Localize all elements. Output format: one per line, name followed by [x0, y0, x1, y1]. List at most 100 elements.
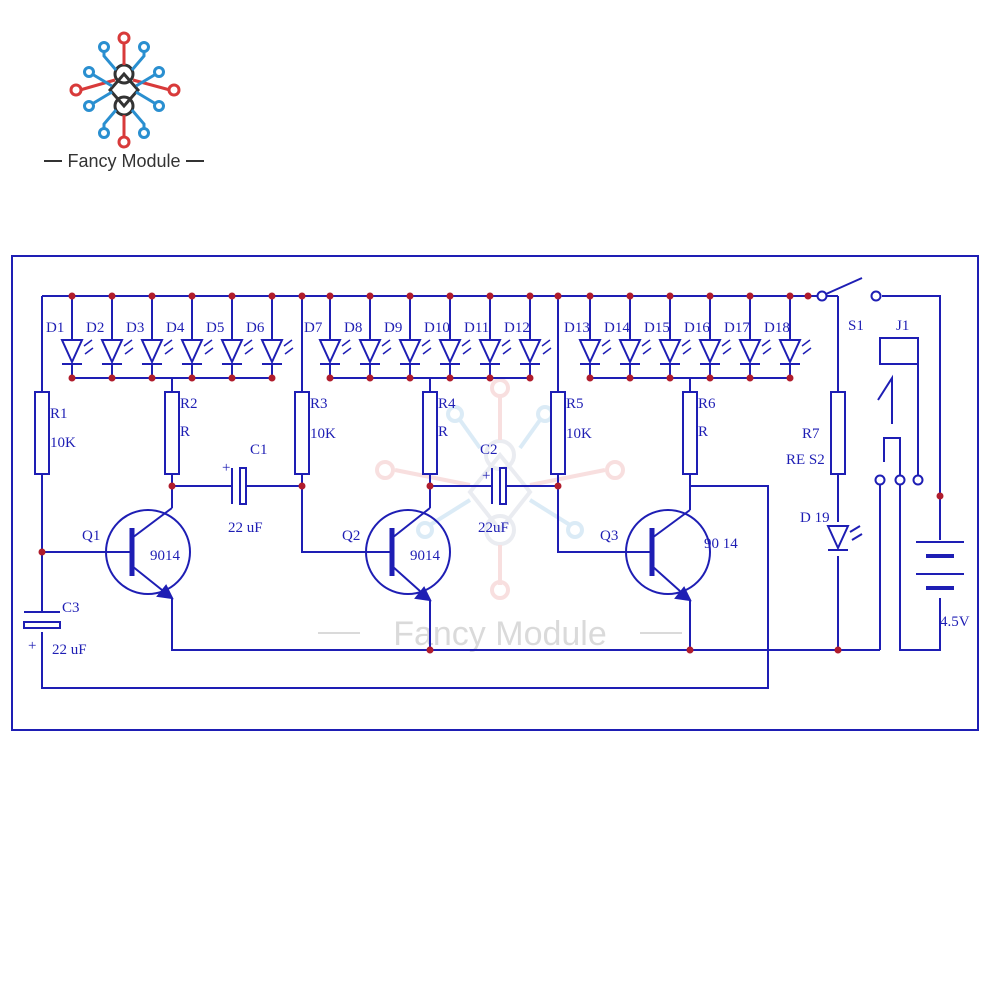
junction-dot: [586, 374, 594, 382]
junction-dot: [706, 374, 714, 382]
junction-dot: [148, 292, 156, 300]
led-d7: D7: [304, 296, 352, 378]
led-label: D13: [564, 320, 590, 336]
fancy-module-logo: Fancy Module: [44, 31, 204, 171]
led-label: D14: [604, 320, 630, 336]
label-r7: R7: [802, 426, 820, 442]
junction-dot: [68, 374, 76, 382]
led-d16: D16: [684, 296, 732, 378]
label-q3: Q3: [600, 528, 618, 544]
led-d18: D18: [764, 296, 812, 378]
led-d15: D15: [644, 296, 692, 378]
label-c1: C1: [250, 442, 268, 458]
junction-dot: [586, 292, 594, 300]
led-d13: D13: [564, 296, 612, 378]
junction-dot: [786, 374, 794, 382]
resistor-r3: [294, 391, 310, 475]
junction-dot: [188, 374, 196, 382]
resistor-r7: [830, 391, 846, 475]
resistor-r6: [682, 391, 698, 475]
junction-dot: [298, 482, 306, 490]
junction-dot: [526, 292, 534, 300]
led-label: D12: [504, 320, 530, 336]
junction-dot: [686, 646, 694, 654]
junction-dot: [554, 292, 562, 300]
junction-dot: [666, 374, 674, 382]
junction-dot: [426, 482, 434, 490]
junction-dot: [746, 374, 754, 382]
led-label: D4: [166, 320, 185, 336]
label-r6: R6: [698, 396, 716, 412]
led-d5: D5: [206, 296, 254, 378]
label-q1: Q1: [82, 528, 100, 544]
junction-dot: [706, 292, 714, 300]
circuit-logo-icon: [69, 31, 181, 149]
label-c3: C3: [62, 600, 80, 616]
led-label: D9: [384, 320, 402, 336]
plus-c3: +: [28, 638, 36, 654]
junction-dot: [108, 292, 116, 300]
resistor-r2: [164, 391, 180, 475]
junction-dot: [366, 374, 374, 382]
junction-dot: [228, 292, 236, 300]
label-d19: D 19: [800, 510, 830, 526]
watermark: Fancy Module: [318, 378, 682, 653]
led-d10: D10: [424, 296, 472, 378]
transistors: [105, 507, 711, 602]
label-r4: R4: [438, 396, 456, 412]
junction-dot: [526, 374, 534, 382]
junction-dot: [426, 646, 434, 654]
led-label: D3: [126, 320, 144, 336]
junction-dot: [486, 374, 494, 382]
led-d6: D6: [246, 296, 294, 378]
resistor-r4: [422, 391, 438, 475]
junction-dot: [228, 374, 236, 382]
brand-name: Fancy Module: [67, 151, 180, 171]
junction-dot: [446, 374, 454, 382]
junctions: [38, 292, 944, 654]
value-q1: 9014: [150, 548, 181, 564]
led-d11: D11: [464, 296, 512, 378]
resistors: [34, 391, 846, 475]
value-r6: R: [698, 424, 708, 440]
junction-dot: [268, 292, 276, 300]
schematic-frame: [11, 255, 979, 731]
contacts: [816, 290, 924, 486]
battery: [916, 541, 964, 590]
led-d4: D4: [166, 296, 214, 378]
label-j1: J1: [896, 318, 909, 334]
junction-dot: [936, 492, 944, 500]
value-c3: 22 uF: [52, 642, 87, 658]
value-r7: RE S2: [786, 452, 825, 468]
led-d2: D2: [86, 296, 134, 378]
value-r1: 10K: [50, 435, 76, 451]
led-d12: D12: [504, 296, 552, 378]
junction-dot: [834, 646, 842, 654]
led-label: D8: [344, 320, 362, 336]
led-label: D5: [206, 320, 224, 336]
led-label: D6: [246, 320, 265, 336]
junction-dot: [168, 482, 176, 490]
value-c2: 22uF: [478, 520, 509, 536]
label-r2: R2: [180, 396, 198, 412]
value-c1: 22 uF: [228, 520, 263, 536]
label-r1: R1: [50, 406, 68, 422]
led-label: D16: [684, 320, 710, 336]
led-d14: D14: [604, 296, 652, 378]
label-c2: C2: [480, 442, 498, 458]
junction-dot: [786, 292, 794, 300]
label-r3: R3: [310, 396, 328, 412]
led-label: D1: [46, 320, 64, 336]
led-label: D17: [724, 320, 750, 336]
value-r4: R: [438, 424, 448, 440]
watermark-text: Fancy Module: [393, 615, 607, 653]
led-d3: D3: [126, 296, 174, 378]
led-label: D7: [304, 320, 323, 336]
led-label: D2: [86, 320, 104, 336]
label-s1: S1: [848, 318, 864, 334]
junction-dot: [406, 292, 414, 300]
resistor-r1: [34, 391, 50, 475]
led-label: D10: [424, 320, 450, 336]
junction-dot: [804, 292, 812, 300]
